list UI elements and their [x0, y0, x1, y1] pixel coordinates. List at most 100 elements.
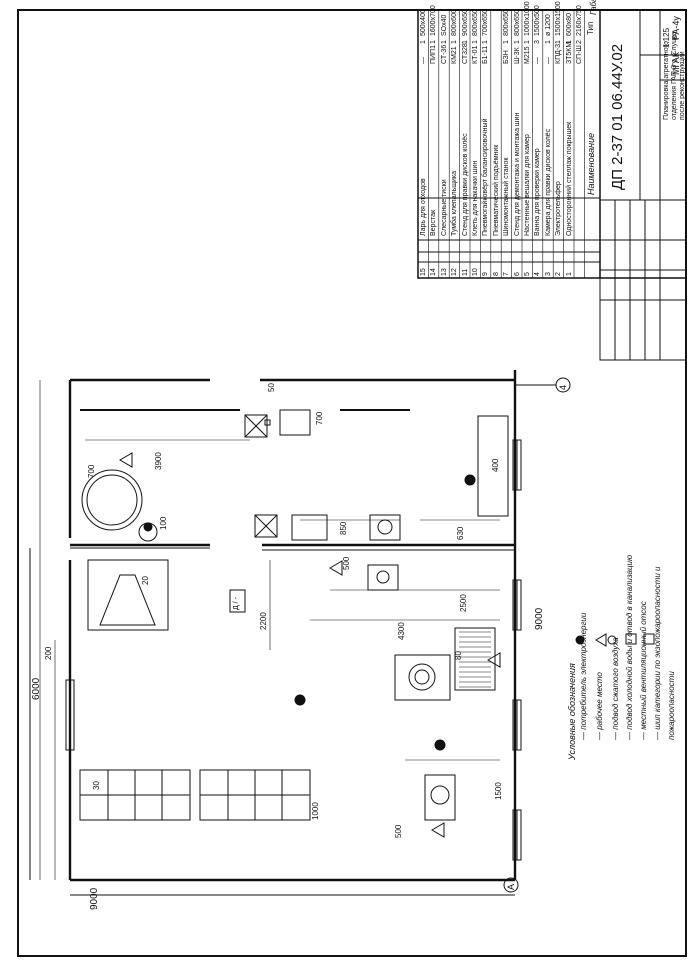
- dim-80: 80: [454, 651, 463, 660]
- title-line-1: Планировка агрегатного: [663, 41, 670, 120]
- dim-3900: 3900: [154, 452, 163, 470]
- spec-header-dims: Габаритные размеры, мм: [589, 0, 598, 15]
- lift-8: [279, 409, 311, 436]
- spec-name: Камера для правки дисков колёс: [544, 128, 552, 236]
- spec-qty: 1: [524, 40, 531, 44]
- spec-pos: 14: [430, 268, 438, 276]
- spec-dims: 700х650: [482, 9, 490, 36]
- spec-type: ЗТ5КМ: [565, 41, 573, 64]
- axis-a: А: [506, 883, 516, 890]
- dim-overall-width: 6000: [31, 677, 42, 700]
- dim-1500: 1500: [494, 782, 503, 800]
- spec-pos: 1: [565, 272, 573, 276]
- grate-10: [454, 627, 496, 691]
- spec-table: [417, 9, 687, 279]
- spec-qty: 1: [440, 40, 448, 44]
- dim-850: 850: [339, 521, 348, 535]
- legend-item-1: — потребитель электроэнергии: [579, 612, 588, 740]
- dim-630: 630: [456, 526, 465, 540]
- spec-name: Пневматический подъёмник: [492, 144, 500, 236]
- spec-qty: 3: [534, 40, 542, 44]
- spec-dims: 500х400: [420, 9, 427, 36]
- title-block: [599, 199, 687, 361]
- spec-qty: 1: [482, 40, 490, 44]
- spec-pos: 3: [544, 272, 552, 276]
- tire-changer: [81, 469, 143, 531]
- spec-name: Ларь для отходов: [420, 178, 427, 236]
- spec-qty: 1: [472, 40, 479, 44]
- dim-4300: 4300: [397, 622, 406, 640]
- dim-400: 400: [491, 458, 500, 472]
- spec-type: Б1-11: [482, 45, 490, 64]
- spec-type: —: [534, 57, 542, 64]
- legend-item-4: — подвод холодной воды и отвод в канализ…: [625, 554, 634, 740]
- spec-dims: 2160х750: [576, 5, 583, 36]
- windows: [65, 439, 522, 861]
- dim-100: 100: [159, 516, 168, 530]
- dim-700-b: 700: [315, 411, 324, 425]
- spec-type: КМ21: [451, 46, 459, 64]
- spec-name: Настенные вешалки для камер: [524, 134, 531, 236]
- spec-dims: 800х650: [503, 9, 511, 36]
- spec-pos: 11: [461, 268, 469, 276]
- dim-overall-length: 9000: [89, 887, 100, 910]
- dim-500-a: 500: [342, 556, 351, 570]
- spec-qty: 1: [555, 40, 563, 44]
- spec-pos: 6: [513, 272, 521, 276]
- spec-dims: 1600х700: [430, 5, 438, 36]
- spec-name: Шиномонтажный станок: [503, 157, 511, 236]
- dim-30: 30: [92, 781, 101, 790]
- drawing-designation: ДП 2-37 01 06.44У.02: [609, 43, 626, 190]
- spec-qty: 1: [503, 40, 511, 44]
- spec-type: СТ328: [461, 43, 469, 64]
- dim-1000: 1000: [311, 802, 320, 820]
- dim-2200: 2200: [259, 612, 268, 630]
- dim-2500: 2500: [459, 594, 468, 612]
- spec-dims: 800х600: [451, 9, 459, 36]
- dim-20: 20: [141, 576, 150, 585]
- spec-pos: 10: [472, 268, 479, 276]
- dim-50: 50: [267, 383, 276, 392]
- spec-type: КТ-01: [472, 45, 479, 64]
- stand-11: [367, 564, 399, 591]
- plan-walls: [68, 370, 517, 882]
- spec-type: М215: [524, 46, 531, 64]
- spec-type: СТ-36: [440, 44, 448, 64]
- spec-name: Электротельфер: [555, 181, 563, 236]
- room-category-box: [229, 589, 246, 613]
- group: РА-4у: [671, 16, 681, 40]
- dim-500-b: 500: [394, 824, 403, 838]
- legend-symbols: [575, 633, 655, 647]
- spec-dims: 800х650: [513, 9, 521, 36]
- spec-pos: 4: [534, 272, 542, 276]
- sheet-ratio: 1:125: [662, 27, 671, 48]
- sheet-frame: [17, 9, 687, 957]
- tire-rack-1: [79, 769, 191, 821]
- spec-name: Ванна для проверки камер: [534, 148, 542, 236]
- spec-name: Слесарные тиски: [440, 179, 448, 236]
- spec-name: Пневмогайковёрт балансировочный: [482, 118, 490, 237]
- spec-dims: 1500х500: [534, 5, 542, 36]
- spec-qty: 1: [451, 40, 459, 44]
- spec-dims: 900х650: [461, 9, 469, 36]
- tire-rack-2: [199, 769, 311, 821]
- spec-name: Клеть для накачки шин: [472, 160, 479, 236]
- spec-dims: 600х80: [565, 13, 573, 36]
- axis-4: 4: [558, 384, 568, 390]
- legend-item-6: — шип категории по экзопожароопасности и: [653, 566, 662, 740]
- legend-item-2: — рабочее место: [595, 672, 604, 740]
- spec-pos: 7: [503, 272, 511, 276]
- spec-dims: 1000х1000: [524, 1, 531, 36]
- spec-dims: 800х650: [472, 9, 479, 36]
- symbols: [119, 452, 501, 838]
- spec-type: —: [420, 57, 427, 64]
- dimension-lines: [39, 380, 500, 880]
- room-category: Д / -: [233, 597, 240, 610]
- spec-type: СП-Ш: [576, 45, 583, 64]
- gun-9: [424, 774, 456, 821]
- spec-pos: 2: [555, 272, 563, 276]
- equipment: [79, 409, 509, 821]
- spec-name: Тумба клепальщика: [451, 170, 459, 236]
- rivet-12: [369, 514, 401, 541]
